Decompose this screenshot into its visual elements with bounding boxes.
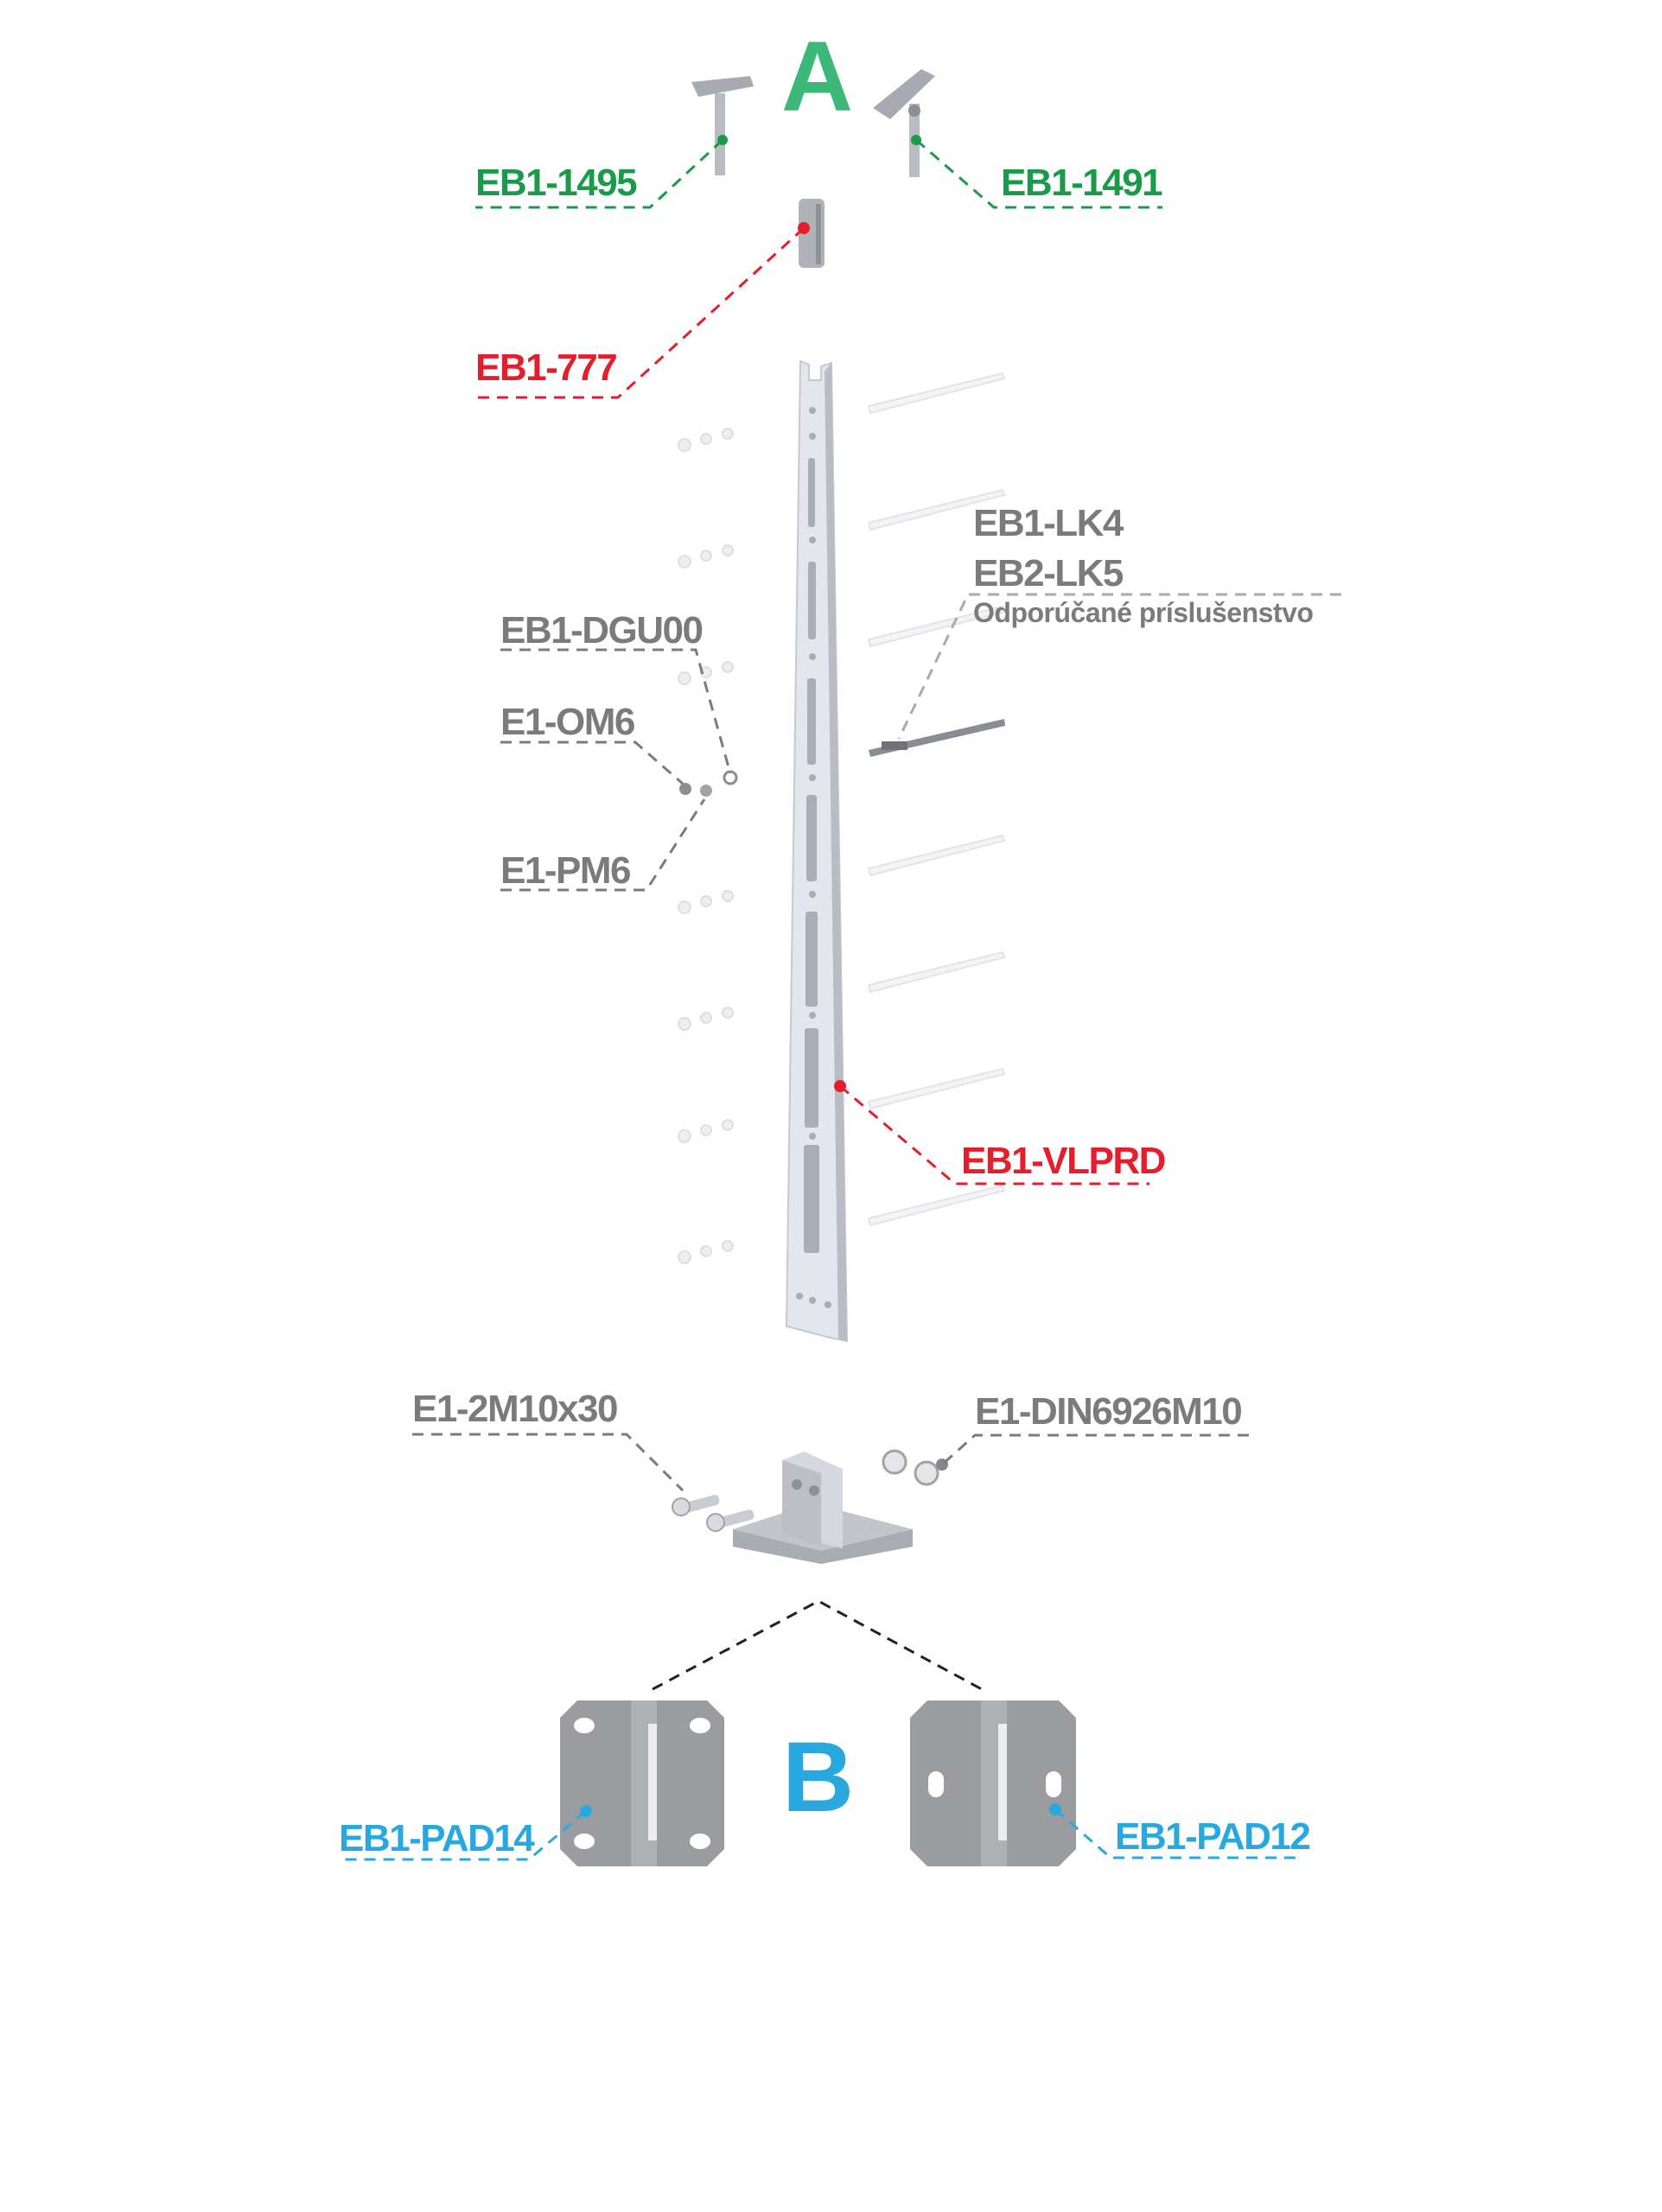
label-e1-din6926m10[interactable]: E1-DIN6926M10: [975, 1390, 1243, 1433]
leader-eb1-dgu00: [500, 648, 732, 774]
label-eb1-pad12[interactable]: EB1-PAD12: [1115, 1815, 1311, 1858]
nuts: [882, 1449, 948, 1486]
label-e1-pm6[interactable]: E1-PM6: [500, 849, 631, 892]
label-eb1-vlprd[interactable]: EB1-VLPRD: [961, 1140, 1166, 1182]
pad-eb1-pad14: [560, 1700, 724, 1866]
recommended-accessories-label: Odporúčané príslušenstvo: [973, 597, 1313, 628]
label-eb1-dgu00[interactable]: EB1-DGU00: [500, 609, 704, 652]
handrail-holder-straight: [691, 76, 754, 175]
label-eb1-1491[interactable]: EB1-1491: [1001, 162, 1164, 204]
base-flange: [733, 1452, 913, 1564]
label-eb1-1495[interactable]: EB1-1495: [475, 162, 639, 204]
expansion-lines: [652, 1599, 983, 1691]
label-e1-om6[interactable]: E1-OM6: [500, 701, 635, 743]
railing-post: [785, 359, 849, 1343]
label-e1-2m10x30[interactable]: E1-2M10x30: [412, 1388, 618, 1430]
bolts: [672, 1495, 755, 1532]
leader-eb1-lk4: [897, 593, 1341, 740]
leader-e1-din6926m10: [940, 1433, 1249, 1466]
ghost-washers: [678, 428, 734, 1264]
top-connector: [799, 199, 825, 268]
label-eb2-lk5[interactable]: EB2-LK5: [973, 552, 1124, 594]
screw-nut-washer-set: [679, 770, 738, 797]
label-eb1-777[interactable]: EB1-777: [475, 346, 618, 389]
label-eb1-pad14[interactable]: EB1-PAD14: [339, 1817, 537, 1859]
leader-eb1-1495: [475, 138, 724, 209]
leader-e1-om6: [500, 741, 684, 785]
leader-eb1-1491: [915, 138, 1162, 209]
leader-eb1-pad14: [339, 1809, 587, 1861]
ghost-cable-tensioners: [867, 372, 1006, 1227]
label-eb1-lk4[interactable]: EB1-LK4: [973, 502, 1125, 544]
handrail-holder-adjustable: [873, 69, 935, 177]
leader-eb1-pad12: [1054, 1808, 1301, 1859]
leader-e1-2m10x30: [412, 1433, 685, 1492]
cable-tensioner: [869, 719, 1005, 757]
section-b-letter: B: [782, 1722, 854, 1833]
section-a-letter: A: [781, 22, 853, 132]
leader-eb1-777: [475, 226, 806, 399]
leader-e1-pm6: [500, 798, 706, 892]
pad-eb1-pad12: [910, 1700, 1076, 1866]
